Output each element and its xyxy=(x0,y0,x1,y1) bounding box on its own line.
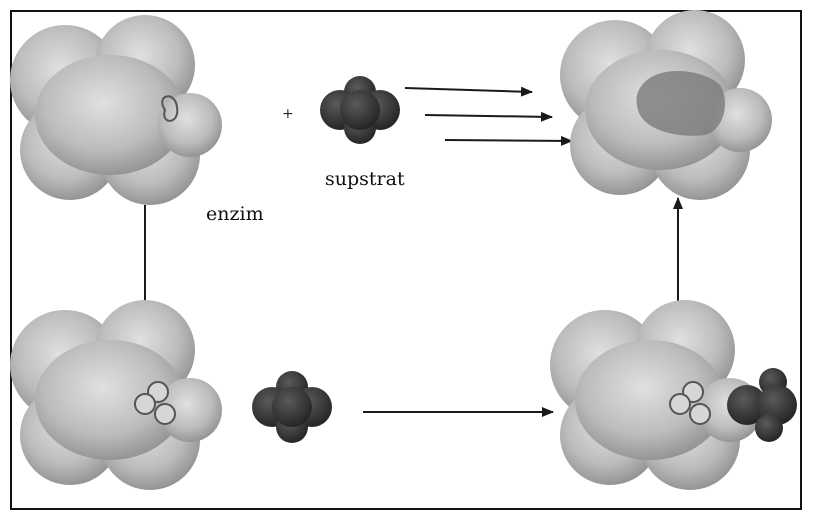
substrate-bottom xyxy=(252,371,332,443)
active-site-docking xyxy=(669,381,711,425)
arrow-top-1 xyxy=(404,86,533,97)
active-site xyxy=(161,95,179,122)
enzyme-bottom-right xyxy=(550,300,797,490)
enzyme-bottom-left xyxy=(10,300,222,490)
substrate-label: supstrat xyxy=(325,168,405,190)
arrow-top-3 xyxy=(444,135,573,146)
substrate-top xyxy=(320,76,400,144)
enzyme-label: enzim xyxy=(206,203,264,225)
substrate-docking xyxy=(727,368,797,442)
bound-substrate xyxy=(636,70,725,136)
enzyme-top-right xyxy=(560,10,772,200)
plus-sign: + xyxy=(282,106,294,122)
active-site-open xyxy=(134,381,176,425)
enzyme-top-left xyxy=(10,15,222,205)
arrow-top-2 xyxy=(424,111,553,122)
